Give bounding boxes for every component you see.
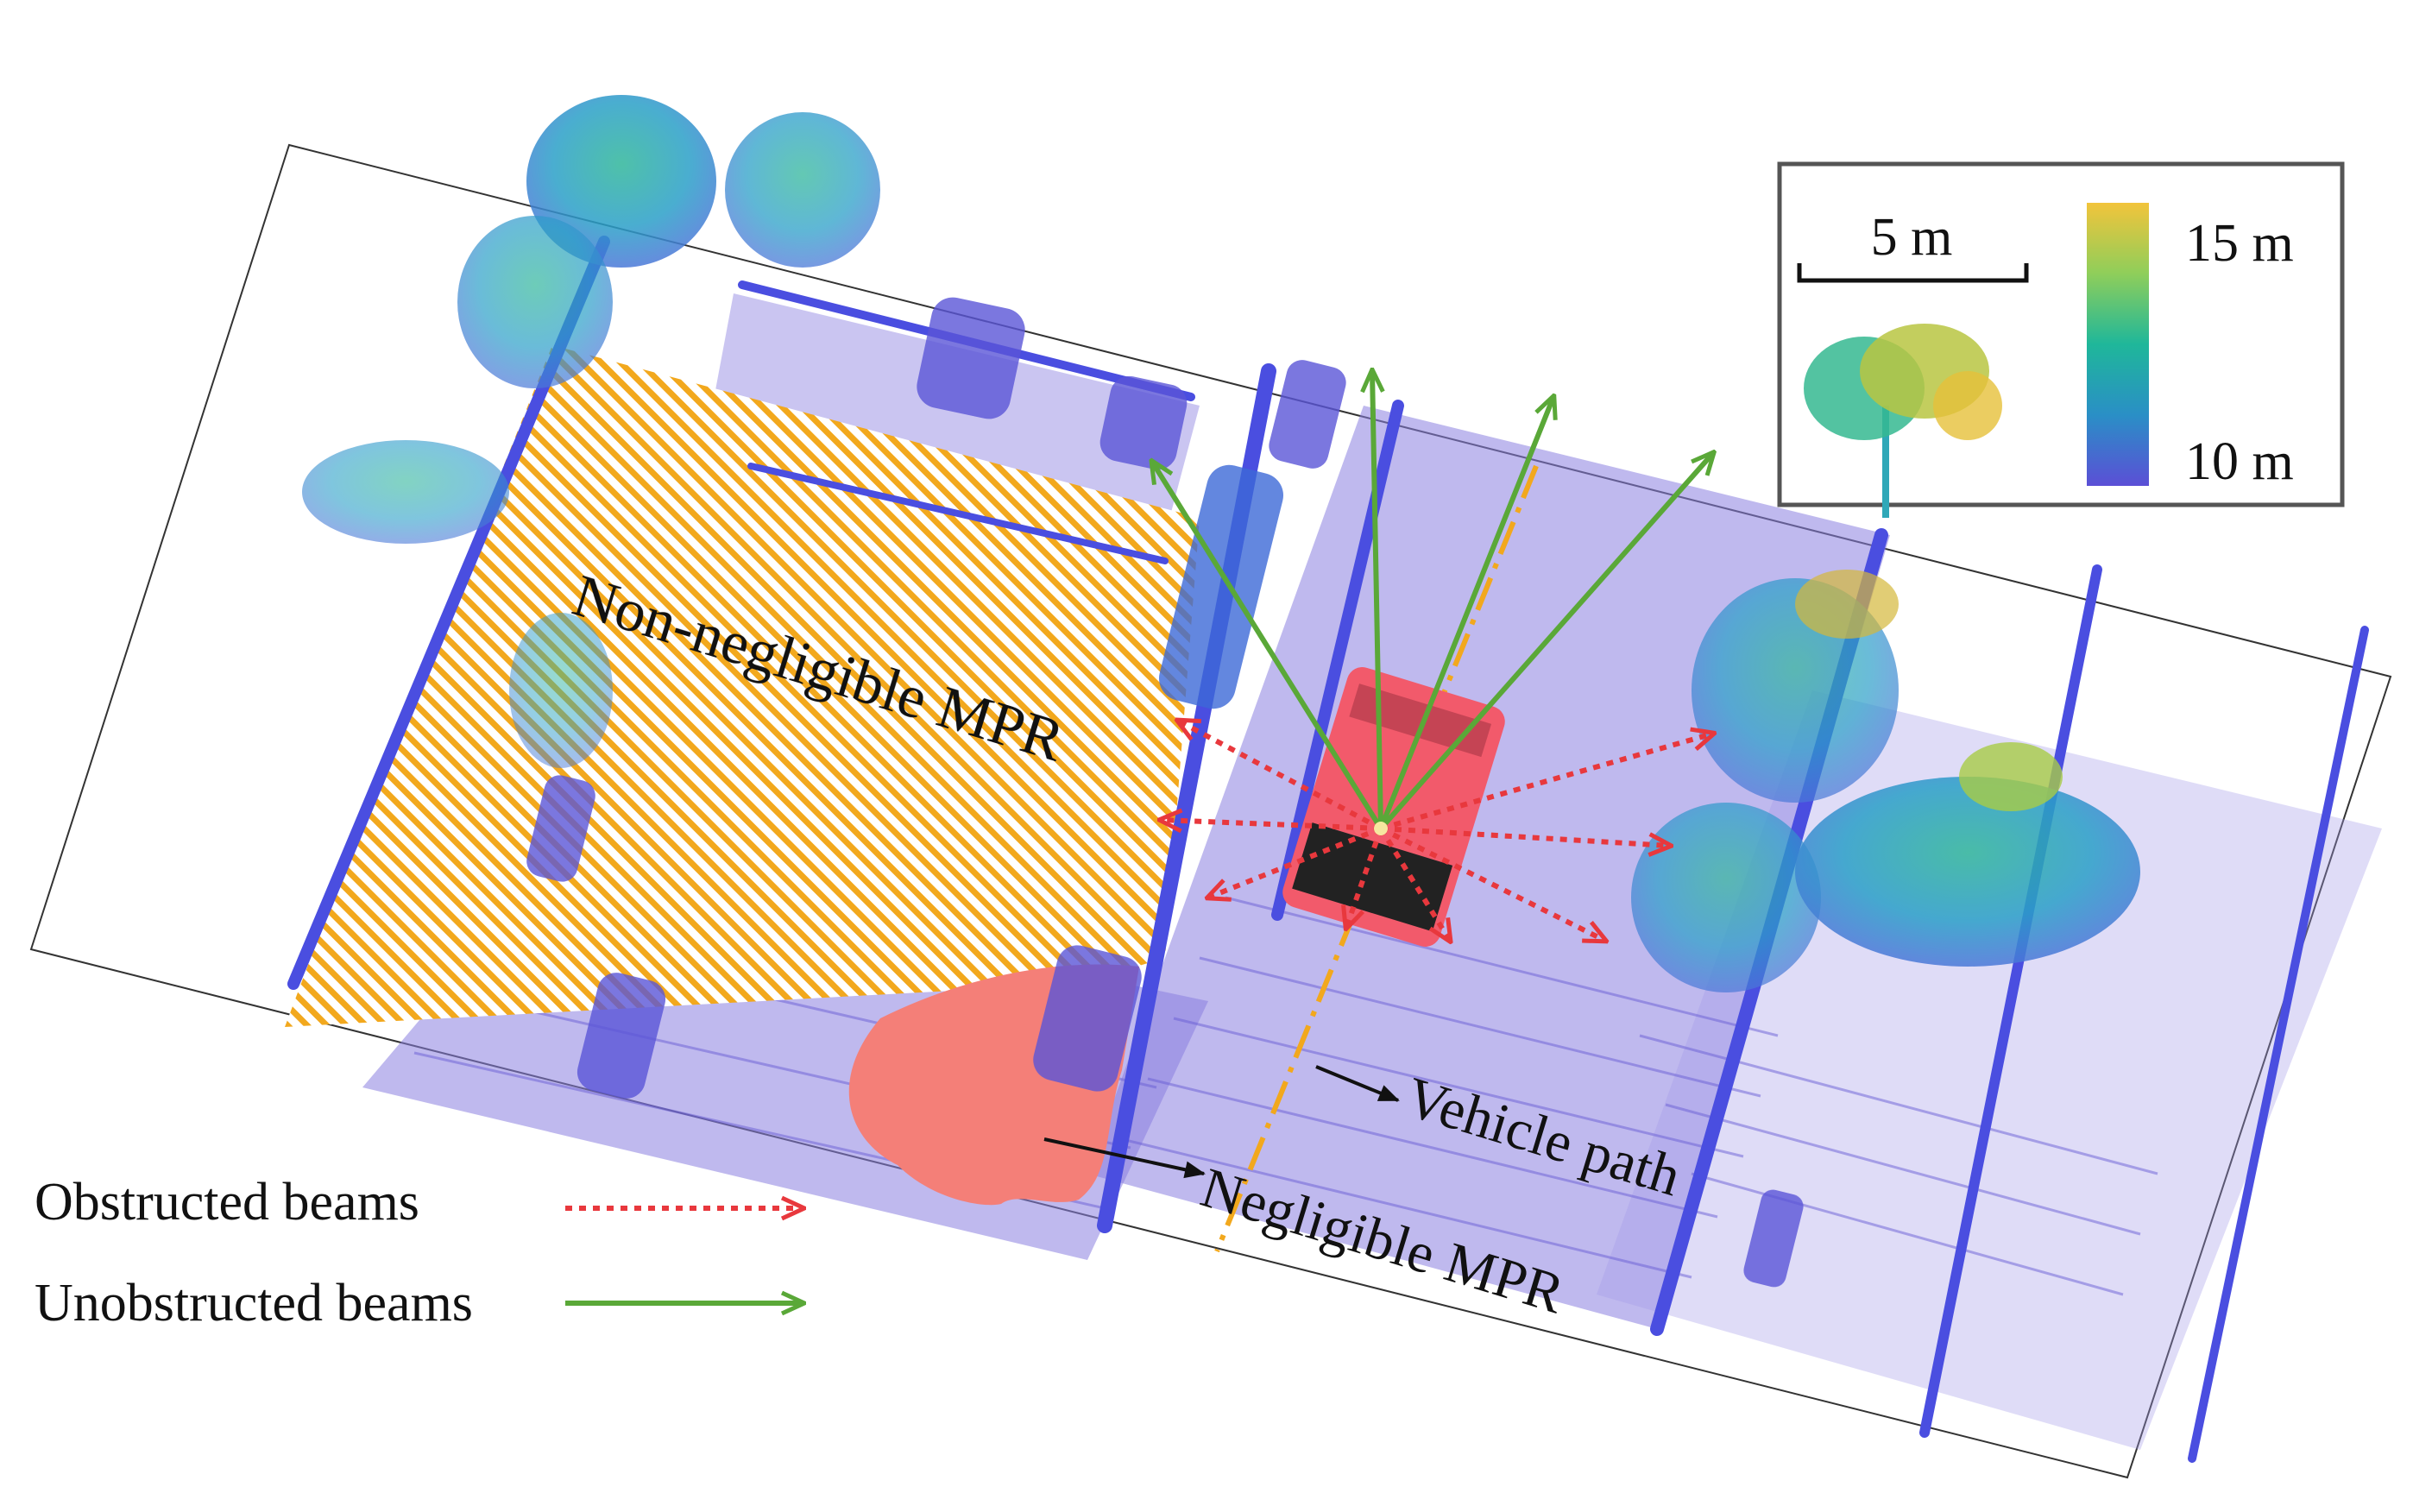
ego-vehicle <box>1282 667 1505 947</box>
colorbar <box>2087 203 2149 486</box>
colorbar-max-label: 15 m <box>2185 214 2294 273</box>
sample-tree-icon <box>1804 324 2002 518</box>
parked-vehicles <box>526 297 1804 1288</box>
vehicle-path-pointer <box>1315 1065 1400 1102</box>
colorbar-min-label: 10 m <box>2185 432 2294 491</box>
negligible-mpr-pointer <box>1043 1137 1206 1179</box>
sensor-origin <box>1374 822 1388 835</box>
trees <box>302 95 2140 992</box>
unobstructed-beams <box>1152 371 1713 830</box>
scale-label: 5 m <box>1871 208 1953 267</box>
road-main <box>1087 406 1890 1329</box>
scale-bar <box>1797 263 2029 283</box>
obstructed-beams <box>1161 721 1713 941</box>
legend-obstructed-label: Obstructed beams <box>35 1173 419 1232</box>
legend-unobstructed-label: Unobstructed beams <box>35 1274 473 1332</box>
scale-colorbar-box: 5 m 15 m 10 m <box>1777 161 2345 518</box>
road-upper-left <box>708 293 1200 535</box>
